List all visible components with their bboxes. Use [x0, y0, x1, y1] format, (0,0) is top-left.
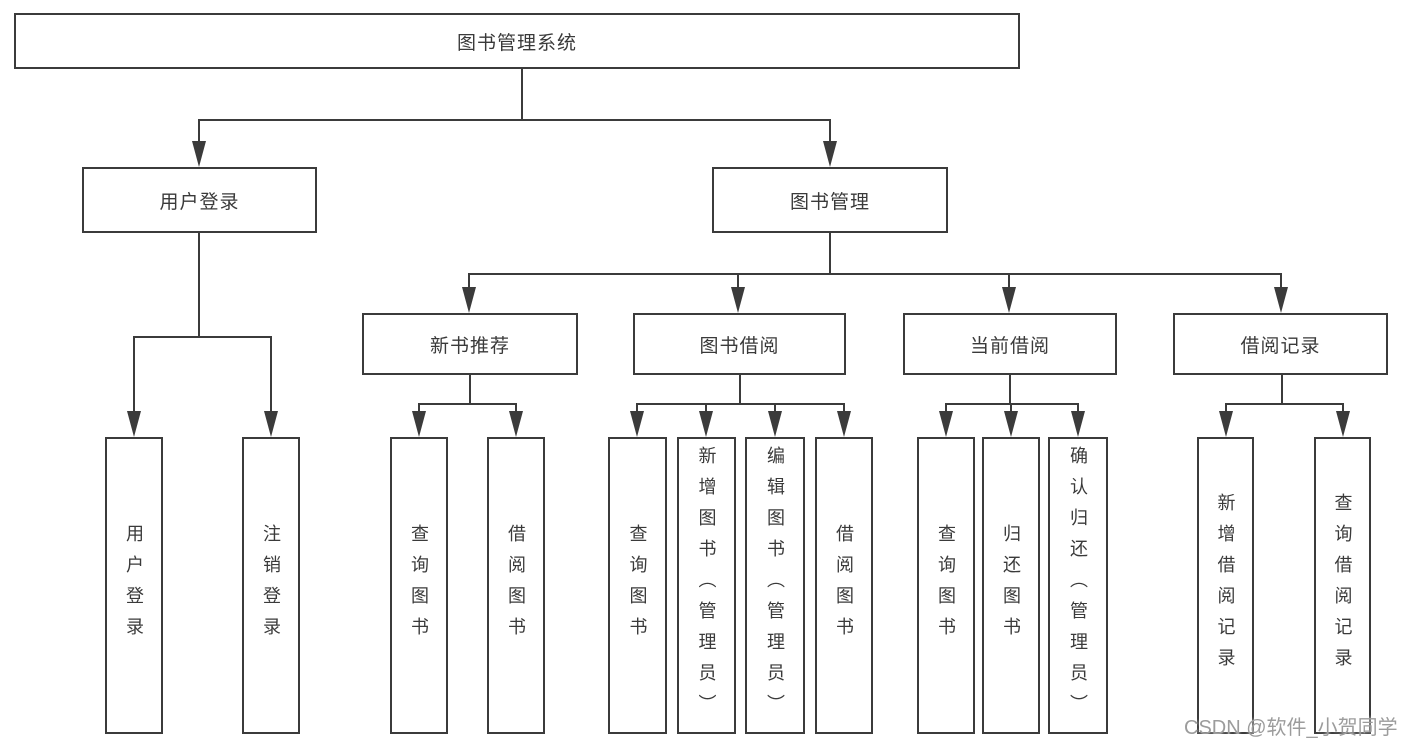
arrow-down-icon	[1071, 411, 1085, 437]
leaf-query-books-current-label: 查询图书	[936, 523, 956, 648]
arrow-down-icon	[462, 287, 476, 313]
connector-drop-book-management	[829, 119, 831, 143]
connector-drop-book-borrow	[737, 273, 739, 287]
leaf-edit-books-admin-label: 编辑图书（管理员）	[765, 446, 785, 725]
node-book-management: 图书管理	[712, 167, 948, 233]
leaf-query-books-current: 查询图书	[917, 437, 975, 734]
connector-drop	[418, 403, 420, 411]
node-book-borrow: 图书借阅	[633, 313, 846, 375]
node-book-borrow-label: 图书借阅	[699, 335, 780, 357]
connector-drop-user-login	[198, 119, 200, 143]
connector-drop-borrow-records	[1280, 273, 1282, 287]
connector-current-borrow-stem	[1009, 375, 1011, 403]
node-book-management-label: 图书管理	[789, 191, 870, 213]
leaf-borrow-books-label: 借阅图书	[834, 523, 854, 648]
node-root: 图书管理系统	[14, 13, 1020, 69]
node-root-label: 图书管理系统	[456, 32, 577, 54]
leaf-query-books-borrow: 查询图书	[608, 437, 667, 734]
node-new-book-recommend: 新书推荐	[362, 313, 578, 375]
connector-new-book-recommend-rail	[418, 403, 517, 405]
connector-user-login-rail	[133, 336, 272, 338]
node-current-borrow: 当前借阅	[903, 313, 1117, 375]
connector-new-book-recommend-stem	[469, 375, 471, 403]
node-current-borrow-label: 当前借阅	[969, 335, 1050, 357]
connector-user-login-stem	[198, 233, 200, 336]
arrow-down-icon	[823, 141, 837, 167]
connector-drop	[1077, 403, 1079, 411]
csdn-watermark: CSDN @软件_小贺同学	[1184, 717, 1398, 739]
connector-drop-leaf-logout	[270, 336, 272, 411]
arrow-down-icon	[630, 411, 644, 437]
leaf-logout: 注销登录	[242, 437, 300, 734]
node-borrow-records-label: 借阅记录	[1240, 335, 1321, 357]
leaf-add-borrow-record: 新增借阅记录	[1197, 437, 1254, 734]
connector-drop	[1342, 403, 1344, 411]
connector-borrow-records-rail	[1225, 403, 1344, 405]
connector-drop	[636, 403, 638, 411]
leaf-return-books-label: 归还图书	[1001, 523, 1021, 648]
node-borrow-records: 借阅记录	[1173, 313, 1388, 375]
connector-drop	[1225, 403, 1227, 411]
arrow-down-icon	[837, 411, 851, 437]
leaf-query-borrow-record-label: 查询借阅记录	[1332, 492, 1353, 679]
connector-drop-current-borrow	[1008, 273, 1010, 287]
connector-drop	[1010, 403, 1012, 411]
node-user-login: 用户登录	[82, 167, 317, 233]
arrow-down-icon	[1002, 287, 1016, 313]
connector-drop-new-book-recommend	[468, 273, 470, 287]
arrow-down-icon	[192, 141, 206, 167]
arrow-down-icon	[412, 411, 426, 437]
leaf-user-login: 用户登录	[105, 437, 163, 734]
connector-root-stem	[521, 69, 523, 119]
arrow-down-icon	[127, 411, 141, 437]
leaf-query-books-borrow-label: 查询图书	[627, 523, 648, 648]
leaf-borrow-books-recommend: 借阅图书	[487, 437, 545, 734]
arrow-down-icon	[509, 411, 523, 437]
leaf-add-books-admin-label: 新增图书（管理员）	[696, 446, 717, 725]
connector-book-management-stem	[829, 233, 831, 273]
leaf-query-books-recommend-label: 查询图书	[409, 523, 429, 648]
connector-drop	[843, 403, 845, 411]
arrow-down-icon	[264, 411, 278, 437]
node-new-book-recommend-label: 新书推荐	[429, 335, 510, 357]
arrow-down-icon	[1336, 411, 1350, 437]
arrow-down-icon	[1004, 411, 1018, 437]
connector-drop-leaf-user-login	[133, 336, 135, 411]
connector-drop	[945, 403, 947, 411]
leaf-edit-books-admin: 编辑图书（管理员）	[745, 437, 805, 734]
leaf-borrow-books-recommend-label: 借阅图书	[506, 523, 526, 648]
arrow-down-icon	[731, 287, 745, 313]
arrow-down-icon	[1219, 411, 1233, 437]
leaf-add-borrow-record-label: 新增借阅记录	[1215, 492, 1236, 679]
connector-book-borrow-stem	[739, 375, 741, 403]
connector-book-borrow-rail	[636, 403, 845, 405]
arrow-down-icon	[1274, 287, 1288, 313]
connector-drop	[774, 403, 776, 411]
connector-borrow-records-stem	[1281, 375, 1283, 403]
connector-current-borrow-rail	[945, 403, 1079, 405]
connector-drop	[515, 403, 517, 411]
arrow-down-icon	[768, 411, 782, 437]
node-user-login-label: 用户登录	[159, 191, 240, 213]
leaf-confirm-return-admin: 确认归还（管理员）	[1048, 437, 1108, 734]
connector-root-rail	[198, 119, 831, 121]
arrow-down-icon	[939, 411, 953, 437]
connector-drop	[705, 403, 707, 411]
leaf-query-borrow-record: 查询借阅记录	[1314, 437, 1371, 734]
leaf-query-books-recommend: 查询图书	[390, 437, 448, 734]
leaf-add-books-admin: 新增图书（管理员）	[677, 437, 736, 734]
leaf-confirm-return-admin-label: 确认归还（管理员）	[1068, 446, 1088, 725]
leaf-borrow-books: 借阅图书	[815, 437, 873, 734]
leaf-return-books: 归还图书	[982, 437, 1040, 734]
arrow-down-icon	[699, 411, 713, 437]
leaf-logout-label: 注销登录	[261, 523, 281, 648]
connector-book-management-rail	[468, 273, 1282, 275]
leaf-user-login-label: 用户登录	[124, 523, 144, 648]
